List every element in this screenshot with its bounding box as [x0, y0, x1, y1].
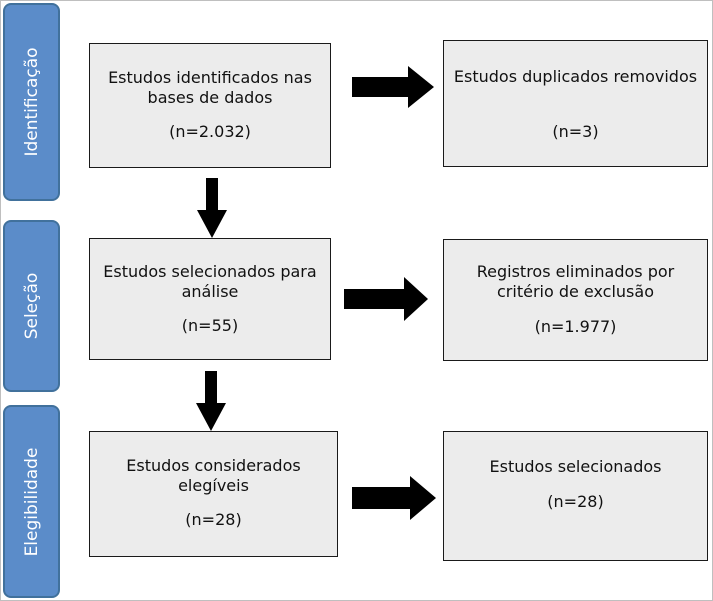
phase-elegibilidade: Elegibilidade — [3, 405, 60, 598]
arrow-right-selected-excluded — [344, 277, 428, 321]
box-final-title: Estudos selecionados — [489, 457, 662, 476]
box-selected-analysis: Estudos selecionados para análise (n=55) — [89, 238, 331, 360]
arrow-down-identified-selected — [197, 178, 227, 238]
arrow-down-selected-eligible — [196, 371, 226, 431]
box-duplicates-count: (n=3) — [552, 122, 599, 141]
box-selected-analysis-title: Estudos selecionados para análise — [103, 262, 317, 301]
box-identified: Estudos identificados nas bases de dados… — [89, 43, 331, 168]
phase-identificacao: Identificação — [3, 3, 60, 201]
box-duplicates-title: Estudos duplicados removidos — [453, 67, 698, 86]
box-excluded-title: Registros eliminados por critério de exc… — [476, 262, 675, 301]
box-identified-title: Estudos identificados nas bases de dados — [108, 68, 312, 107]
box-duplicates: Estudos duplicados removidos (n=3) — [443, 40, 708, 167]
box-eligible-count: (n=28) — [185, 510, 242, 529]
box-identified-count: (n=2.032) — [169, 122, 251, 141]
arrow-right-identified-duplicates — [352, 66, 434, 108]
box-eligible: Estudos considerados elegíveis (n=28) — [89, 431, 338, 557]
box-final-count: (n=28) — [547, 492, 604, 511]
box-excluded-count: (n=1.977) — [534, 317, 617, 336]
box-excluded: Registros eliminados por critério de exc… — [443, 239, 708, 361]
arrow-right-eligible-final — [352, 476, 436, 520]
box-eligible-title: Estudos considerados elegíveis — [126, 456, 301, 495]
box-selected-analysis-count: (n=55) — [181, 316, 239, 335]
box-final: Estudos selecionados (n=28) — [443, 431, 708, 561]
phase-selecao: Seleção — [3, 220, 60, 392]
